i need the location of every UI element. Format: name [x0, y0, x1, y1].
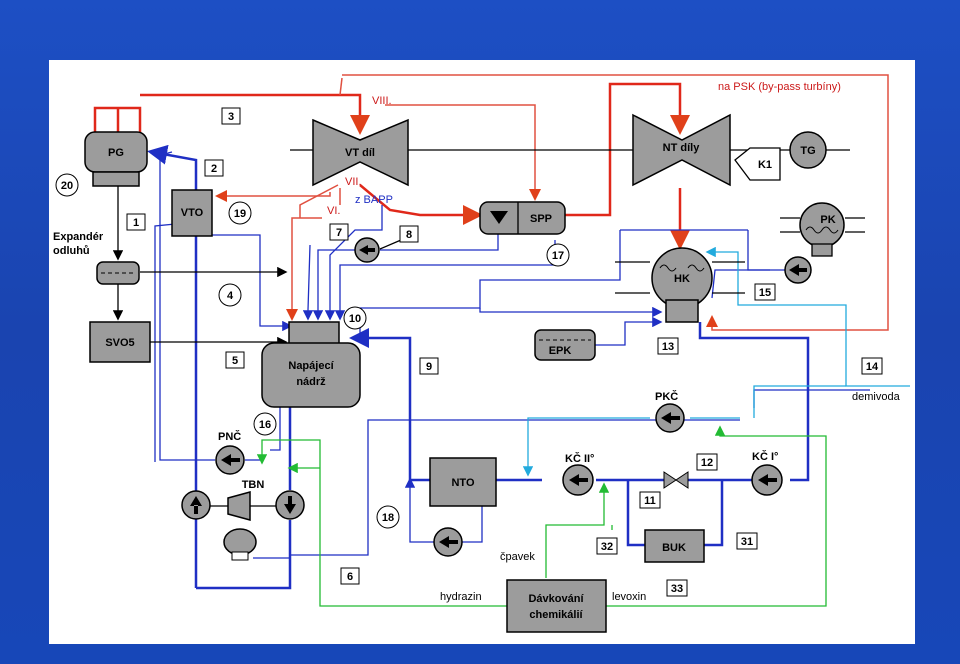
svg-text:2: 2 — [211, 163, 217, 175]
process-lines — [112, 149, 865, 348]
hp-turbine-vt[interactable]: VT díl — [312, 118, 409, 187]
feed-pump-left[interactable] — [181, 490, 211, 520]
thin-red-lines — [215, 74, 889, 331]
svg-text:6: 6 — [347, 571, 353, 583]
extraction-viii: VIII. — [372, 95, 392, 107]
condensate-treatment-buk[interactable]: BUK — [644, 529, 705, 563]
svg-text:11: 11 — [644, 495, 656, 507]
svg-text:EPK: EPK — [549, 345, 572, 357]
svg-text:PG: PG — [108, 147, 124, 159]
expander-label-2: odluhů — [53, 245, 90, 257]
turbine-feed-pump-tbn[interactable]: TBN — [210, 479, 278, 561]
lp-turbine-nt[interactable]: NT díly — [632, 113, 731, 187]
svg-text:20: 20 — [61, 180, 73, 192]
svg-text:10: 10 — [349, 313, 361, 325]
svg-text:19: 19 — [234, 208, 246, 220]
svg-text:9: 9 — [426, 361, 432, 373]
steam-lines — [93, 82, 690, 250]
pump-pkc[interactable] — [655, 403, 685, 433]
blowdown-expander[interactable] — [96, 261, 140, 285]
svg-text:7: 7 — [336, 227, 342, 239]
svg-text:16: 16 — [259, 419, 271, 431]
svg-text:PK: PK — [820, 214, 835, 226]
pump-kc2[interactable] — [562, 464, 594, 496]
svg-text:TBN: TBN — [242, 479, 265, 491]
svg-text:31: 31 — [741, 536, 753, 548]
valve-bypass-buk[interactable] — [663, 471, 689, 489]
tag-k1: K1 — [734, 147, 781, 181]
svg-text:BUK: BUK — [662, 542, 686, 554]
svg-text:4: 4 — [227, 290, 234, 302]
hydrazine-label: hydrazin — [440, 591, 482, 603]
feed-pump-right[interactable] — [275, 490, 305, 520]
svg-text:SPP: SPP — [530, 213, 552, 225]
svg-text:TG: TG — [800, 145, 815, 157]
pump-pk-condensate[interactable] — [784, 256, 812, 284]
svg-text:Dávkování: Dávkování — [528, 593, 584, 605]
chemical-dosing-unit[interactable]: Dávkování chemikálií — [506, 579, 607, 633]
svg-text:HK: HK — [674, 273, 690, 285]
svg-text:17: 17 — [552, 250, 564, 262]
svg-text:12: 12 — [701, 457, 713, 469]
expander-label-1: Expandér — [53, 231, 104, 243]
svg-text:Napájecí: Napájecí — [288, 360, 334, 372]
svg-text:13: 13 — [662, 341, 674, 353]
demineralized-water-lines — [522, 246, 910, 477]
pump-pnc[interactable] — [215, 445, 245, 475]
tags: 3 2 1 7 8 5 9 15 13 14 12 11 32 31 33 6 — [126, 107, 883, 597]
svg-text:1: 1 — [133, 217, 139, 229]
main-condenser-hk[interactable]: HK — [651, 247, 713, 323]
chemical-dosing-lines — [256, 425, 827, 607]
levoxin-label: levoxin — [612, 591, 646, 603]
kc2-label: KČ II° — [565, 452, 594, 465]
svg-text:VT díl: VT díl — [345, 147, 375, 159]
ejector-condenser-epk[interactable]: EPK — [534, 329, 596, 361]
svg-text:3: 3 — [228, 111, 234, 123]
pump-drain-vt[interactable] — [354, 237, 380, 263]
svg-text:33: 33 — [671, 583, 683, 595]
svg-text:SVO5: SVO5 — [105, 337, 134, 349]
from-bapp-label: z BAPP — [355, 194, 393, 206]
extraction-vii: VII. — [345, 176, 362, 188]
feedwater-tank[interactable]: Napájecí nádrž — [261, 321, 361, 408]
bypass-label: na PSK (by-pass turbíny) — [718, 81, 841, 93]
auxiliary-condenser-pk[interactable]: PK — [799, 202, 845, 257]
extraction-vi: VI. — [327, 205, 340, 217]
turbogenerator-tg[interactable]: TG — [789, 131, 827, 169]
separator-reheater-spp[interactable]: SPP — [479, 201, 566, 235]
svg-text:NT díly: NT díly — [663, 142, 701, 154]
steam-generator-pg[interactable]: PG — [84, 131, 148, 187]
svg-text:18: 18 — [382, 512, 394, 524]
svg-text:14: 14 — [866, 361, 879, 373]
lp-heater-nto[interactable]: NTO — [429, 457, 497, 507]
pkc-label: PKČ — [655, 390, 678, 403]
pnc-label: PNČ — [218, 430, 241, 443]
ammonia-label: čpavek — [500, 551, 535, 563]
svg-text:K1: K1 — [758, 159, 772, 171]
svg-text:15: 15 — [759, 287, 771, 299]
svg-text:chemikálií: chemikálií — [529, 609, 583, 621]
pump-nto-drain[interactable] — [433, 527, 463, 557]
svg-text:NTO: NTO — [451, 477, 474, 489]
round-tags: 20 19 4 10 17 16 18 — [55, 173, 570, 529]
svg-text:8: 8 — [406, 229, 412, 241]
svo5-station[interactable]: SVO5 — [89, 321, 151, 363]
svg-text:5: 5 — [232, 355, 238, 367]
svg-text:VTO: VTO — [181, 207, 204, 219]
hp-heater-vto[interactable]: VTO — [171, 189, 213, 237]
svg-text:nádrž: nádrž — [296, 376, 326, 388]
svg-text:32: 32 — [601, 541, 613, 553]
pump-kc1[interactable] — [751, 464, 783, 496]
demi-water-label: demivoda — [852, 391, 901, 403]
kc1-label: KČ I° — [752, 450, 778, 463]
